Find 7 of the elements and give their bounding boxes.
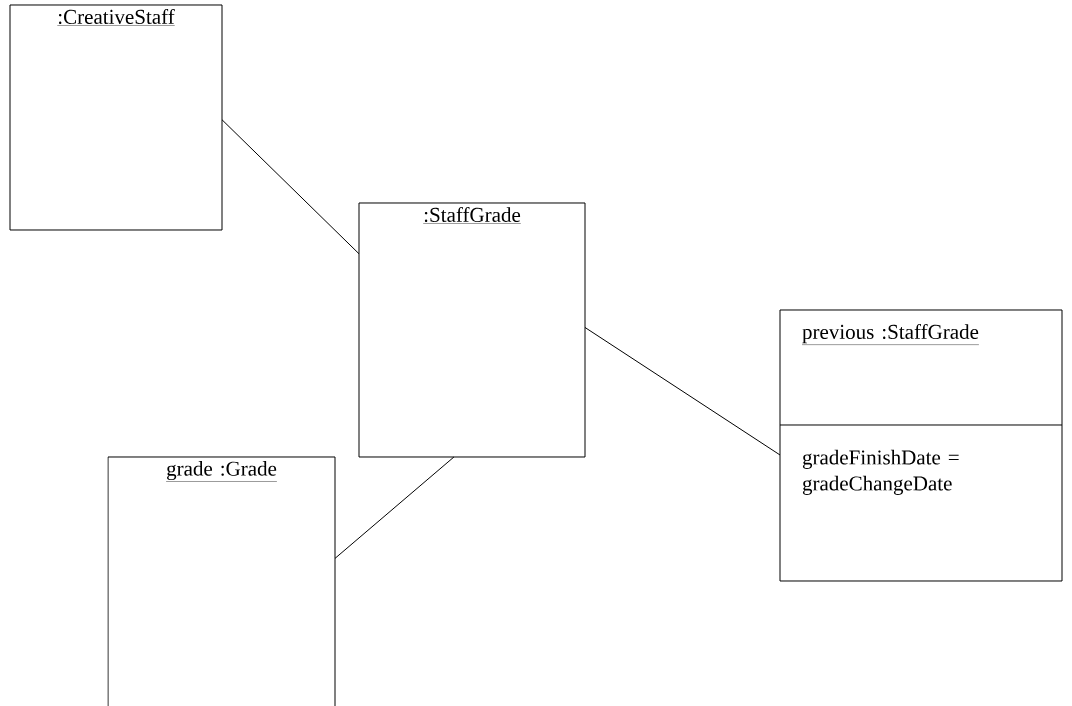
object-box: :CreativeStaff	[9, 4, 223, 231]
association-line	[584, 326, 781, 456]
object-box: previous :StaffGrade gradeFinishDate = gradeChangeDate	[779, 309, 1063, 582]
association-line	[334, 456, 455, 559]
object-box: grade :Grade	[107, 456, 336, 706]
association-line	[221, 119, 360, 255]
object-box: :StaffGrade	[358, 202, 586, 458]
